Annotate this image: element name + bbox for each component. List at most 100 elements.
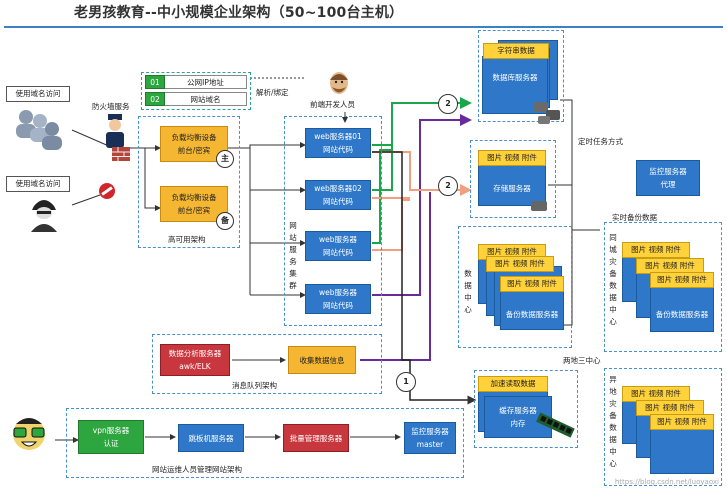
city-dr-main-label: 备份数据服务器 xyxy=(655,310,709,319)
db-disk-icons xyxy=(532,96,562,126)
ip-table-container xyxy=(141,72,251,110)
frontend-dev-label: 前端开发人员 xyxy=(310,100,355,109)
load-balancer-backup[interactable]: 负载均衡设备 前台/密宾 xyxy=(160,186,228,222)
web-server-name: web服务器 xyxy=(318,288,357,297)
web-server-role: 网站代码 xyxy=(323,301,353,310)
monitor-proxy-line2: 代理 xyxy=(660,180,676,189)
batch-management-server[interactable]: 批量管理服务器 xyxy=(283,424,349,452)
diagram-title: 老男孩教育--中小规模企业架构（50~100台主机） xyxy=(74,5,404,21)
message-queue-label: 消息队列架构 xyxy=(232,381,277,390)
dc-stack-2-header: 图片 视频 附件 xyxy=(486,256,554,272)
firewall-wall-icon xyxy=(112,146,130,161)
cache-header: 加速读取数据 xyxy=(478,376,548,392)
ha-group-label: 高可用架构 xyxy=(168,235,206,244)
lb-backup-line2: 前台/密宾 xyxy=(177,206,211,215)
cache-container xyxy=(474,370,578,448)
web-server-name: web服务器01 xyxy=(314,132,362,141)
resolve-label: 解析/绑定 xyxy=(256,88,289,97)
lb-primary-tag: 主 xyxy=(216,150,234,168)
web-server-01[interactable]: web服务器01 网站代码 xyxy=(305,128,371,158)
firewall-guard-icon xyxy=(102,112,128,152)
storage-header: 图片 视频 附件 xyxy=(478,150,546,166)
vpn-line1: vpn服务器 xyxy=(92,426,130,435)
web-cluster-label: 网站服务集群 xyxy=(289,221,297,290)
monitor-master-line1: 监控服务器 xyxy=(411,427,449,436)
data-analysis-server[interactable]: 数据分析服务器 awk/ELK xyxy=(160,344,230,376)
domain-user-top-label: 使用域名访问 xyxy=(6,86,70,102)
analysis-line1: 数据分析服务器 xyxy=(168,349,222,358)
realtime-backup-label: 实时备份数据 xyxy=(612,213,657,222)
web-server-role: 网站代码 xyxy=(323,197,353,206)
monitor-master-server[interactable]: 监控服务器 master xyxy=(404,422,456,454)
monitor-proxy-server[interactable]: 监控服务器 代理 xyxy=(636,160,700,196)
dc-front-header: 图片 视频 附件 xyxy=(500,276,564,292)
ops-container xyxy=(66,408,464,478)
domain-user-bottom-label: 使用域名访问 xyxy=(6,176,70,192)
blocked-icon xyxy=(98,182,116,200)
lb-backup-line1: 负载均衡设备 xyxy=(171,193,217,202)
web-server-name: web服务器02 xyxy=(314,184,362,193)
jump-server[interactable]: 跳板机服务器 xyxy=(178,424,244,452)
city-dr-front-header: 图片 视频 附件 xyxy=(650,272,714,288)
vpn-line2: 认证 xyxy=(103,439,119,448)
developer-avatar-icon xyxy=(326,70,352,96)
db-flow-number: 2 xyxy=(438,94,458,114)
three-centers-label: 两地三中心 xyxy=(563,356,601,365)
log-flow-number: 1 xyxy=(396,372,416,392)
offsite-dr-container xyxy=(604,368,722,486)
collect-data-box[interactable]: 收集数据信息 xyxy=(288,346,356,374)
batch-label: 批量管理服务器 xyxy=(289,433,343,443)
message-queue-container xyxy=(152,334,382,394)
scheduled-label: 定时任务方式 xyxy=(578,137,623,146)
datacenter-label: 数据中心 xyxy=(464,269,472,314)
lb-primary-line1: 负载均衡设备 xyxy=(171,133,217,142)
web-server-03[interactable]: web服务器 网站代码 xyxy=(305,231,371,261)
ip-row-text: 公网IP地址 xyxy=(165,75,247,89)
analysis-line2: awk/ELK xyxy=(179,362,211,371)
city-dr-container xyxy=(604,222,722,352)
storage-container xyxy=(470,140,556,218)
city-dr-label: 同城灾备数据中心 xyxy=(609,233,617,326)
dc-main-label: 备份数据服务器 xyxy=(505,310,559,319)
firewall-label: 防火墙服务 xyxy=(92,102,130,111)
lb-backup-tag: 备 xyxy=(216,212,234,230)
web-server-04[interactable]: web服务器 网站代码 xyxy=(305,284,371,314)
watermark: https://blog.csdn.net/luoyaoxi xyxy=(614,478,719,486)
lb-primary-line2: 前台/密宾 xyxy=(177,146,211,155)
offsite-dr-label: 异地灾备数据中心 xyxy=(609,375,617,468)
monitor-master-line2: master xyxy=(416,440,444,449)
database-container xyxy=(478,30,564,122)
ip-row-number: 02 xyxy=(145,92,165,106)
web-server-name: web服务器 xyxy=(318,235,357,244)
ops-admin-avatar-icon xyxy=(8,412,50,456)
cache-line2: 内存 xyxy=(510,419,526,428)
ops-group-label: 网站运维人员管理网站架构 xyxy=(152,465,242,474)
user-group-icon xyxy=(14,107,64,153)
storage-main-label: 存储服务器 xyxy=(493,184,531,193)
offsite-front-header: 图片 视频 附件 xyxy=(650,414,714,430)
jump-label: 跳板机服务器 xyxy=(188,433,234,443)
title-underline xyxy=(4,26,723,28)
db-main-label: 数据库服务器 xyxy=(492,73,538,82)
cache-line1: 缓存服务器 xyxy=(499,406,537,415)
city-dr-stack-1-header: 图片 视频 附件 xyxy=(622,242,690,258)
memory-module-icon xyxy=(534,412,576,440)
monitor-proxy-line1: 监控服务器 xyxy=(649,167,687,176)
db-header: 字符串数据 xyxy=(483,43,549,59)
web-server-role: 网站代码 xyxy=(323,145,353,154)
ip-row-text: 网站域名 xyxy=(165,92,247,106)
ha-group-container xyxy=(138,116,240,248)
datacenter-container xyxy=(458,226,572,348)
collect-label: 收集数据信息 xyxy=(299,355,345,365)
ip-table-row-1: 01 公网IP地址 xyxy=(145,75,247,89)
hacker-icon xyxy=(28,196,60,232)
web-server-02[interactable]: web服务器02 网站代码 xyxy=(305,180,371,210)
ip-table-row-2: 02 网站域名 xyxy=(145,92,247,106)
web-cluster-container xyxy=(284,116,382,326)
storage-disk-icon xyxy=(530,198,548,212)
ip-row-number: 01 xyxy=(145,75,165,89)
web-server-role: 网站代码 xyxy=(323,248,353,257)
database-server[interactable]: 字符串数据 数据库服务器 xyxy=(482,43,549,114)
vpn-server[interactable]: vpn服务器 认证 xyxy=(78,420,144,454)
